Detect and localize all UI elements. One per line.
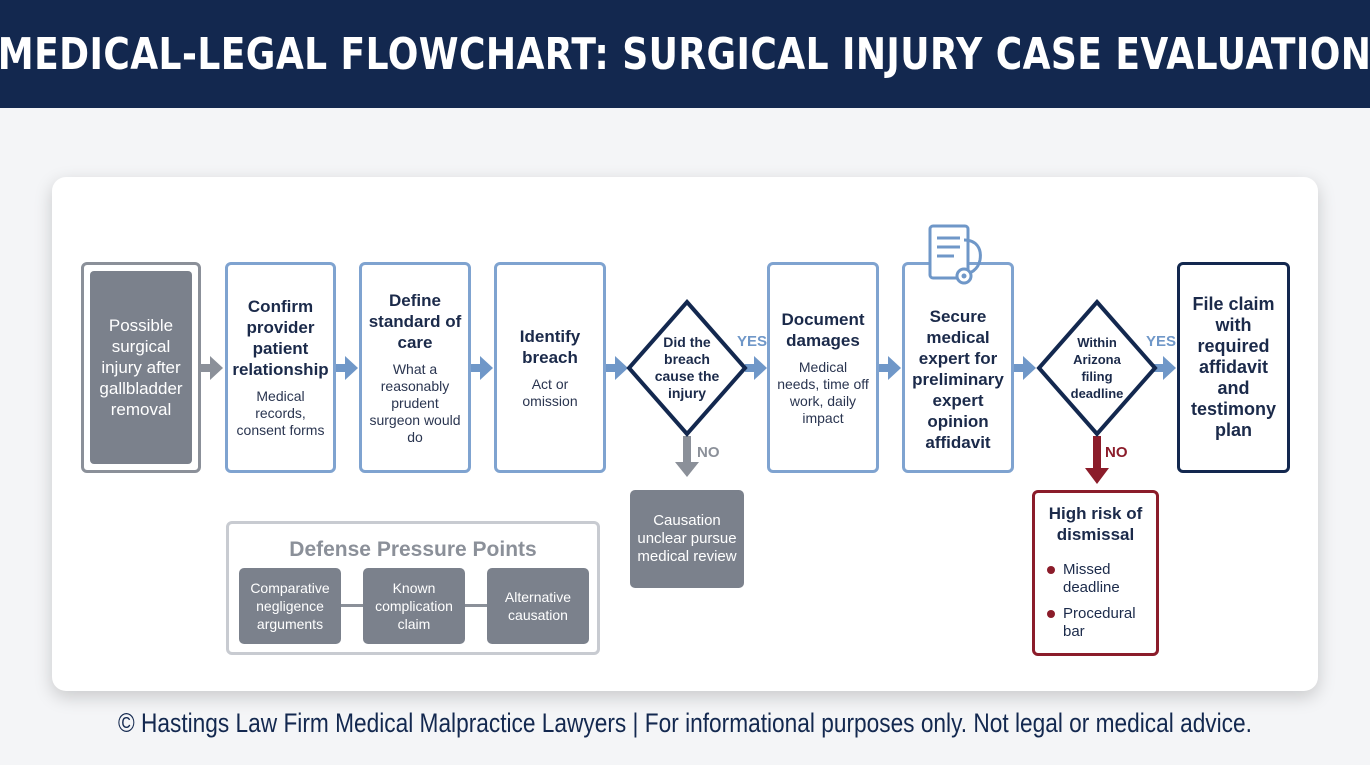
step-title: Document damages [781,309,865,350]
dismissal-risk-item: Procedural bar [1045,605,1146,641]
defense-item-known-complication: Known complication claim [363,568,465,644]
step-title: Define standard of care [368,290,462,352]
dismissal-risk-list: Missed deadline Procedural bar [1045,561,1146,641]
defense-item-comparative-negligence: Comparative negligence arguments [239,568,341,644]
dismissal-risk-node: High risk of dismissal Missed deadline P… [1032,490,1159,656]
step-title: Identify breach [519,326,581,367]
final-node: File claim with required affidavit and t… [1177,262,1290,473]
step-standard-of-care: Define standard of care What a reasonabl… [359,262,471,473]
decision-deadline-question: Within Arizona filing deadline [1070,335,1124,401]
step-subtitle: What a reasonably prudent surgeon would … [369,360,461,445]
step-title: Confirm provider patient relationship [232,297,329,379]
start-node: Possible surgical injury after gallbladd… [81,262,201,473]
start-node-label: Possible surgical injury after gallbladd… [90,271,192,464]
step-subtitle: Medical needs, time off work, daily impa… [777,358,869,426]
decision-causation-yes-label: YES [737,333,768,350]
defense-title: Defense Pressure Points [289,538,537,561]
defense-item-alternative-causation: Alternative causation [487,568,589,644]
page-title: MEDICAL-LEGAL FLOWCHART: SURGICAL INJURY… [0,28,1370,80]
decision-deadline-yes-label: YES [1146,333,1177,350]
step-secure-expert: Secure medical expert for preliminary ex… [902,262,1014,473]
bullet-dot-icon [1047,566,1055,574]
defense-connector [341,604,365,607]
header-banner: MEDICAL-LEGAL FLOWCHART: SURGICAL INJURY… [0,0,1370,108]
decision-deadline-no-label: NO [1105,444,1128,461]
bullet-dot-icon [1047,610,1055,618]
decision-causation-no-label: NO [697,444,720,461]
dismissal-risk-title: High risk of dismissal [1048,504,1143,544]
dismissal-risk-item: Missed deadline [1045,561,1146,597]
final-node-label: File claim with required affidavit and t… [1190,294,1277,440]
step-confirm-relationship: Confirm provider patient relationship Me… [225,262,336,473]
footer-disclaimer: © Hastings Law Firm Medical Malpractice … [0,708,1370,739]
defense-pressure-points: Defense Pressure Points Comparative negl… [226,521,600,655]
footer-text: © Hastings Law Firm Medical Malpractice … [118,708,1252,738]
step-document-damages: Document damages Medical needs, time off… [767,262,879,473]
step-title: Secure medical expert for preliminary ex… [912,307,1004,452]
defense-connector [465,604,489,607]
step-subtitle: Medical records, consent forms [236,388,325,438]
step-identify-breach: Identify breach Act or omission [494,262,606,473]
step-subtitle: Act or omission [522,375,578,409]
medical-document-stethoscope-icon [928,224,982,285]
decision-causation-question: Did the breach cause the injury [654,334,720,401]
decision-diamond-deadline [1036,298,1158,438]
causation-unclear-node: Causation unclear pursue medical review [630,490,744,588]
decision-diamond-causation [626,298,748,438]
